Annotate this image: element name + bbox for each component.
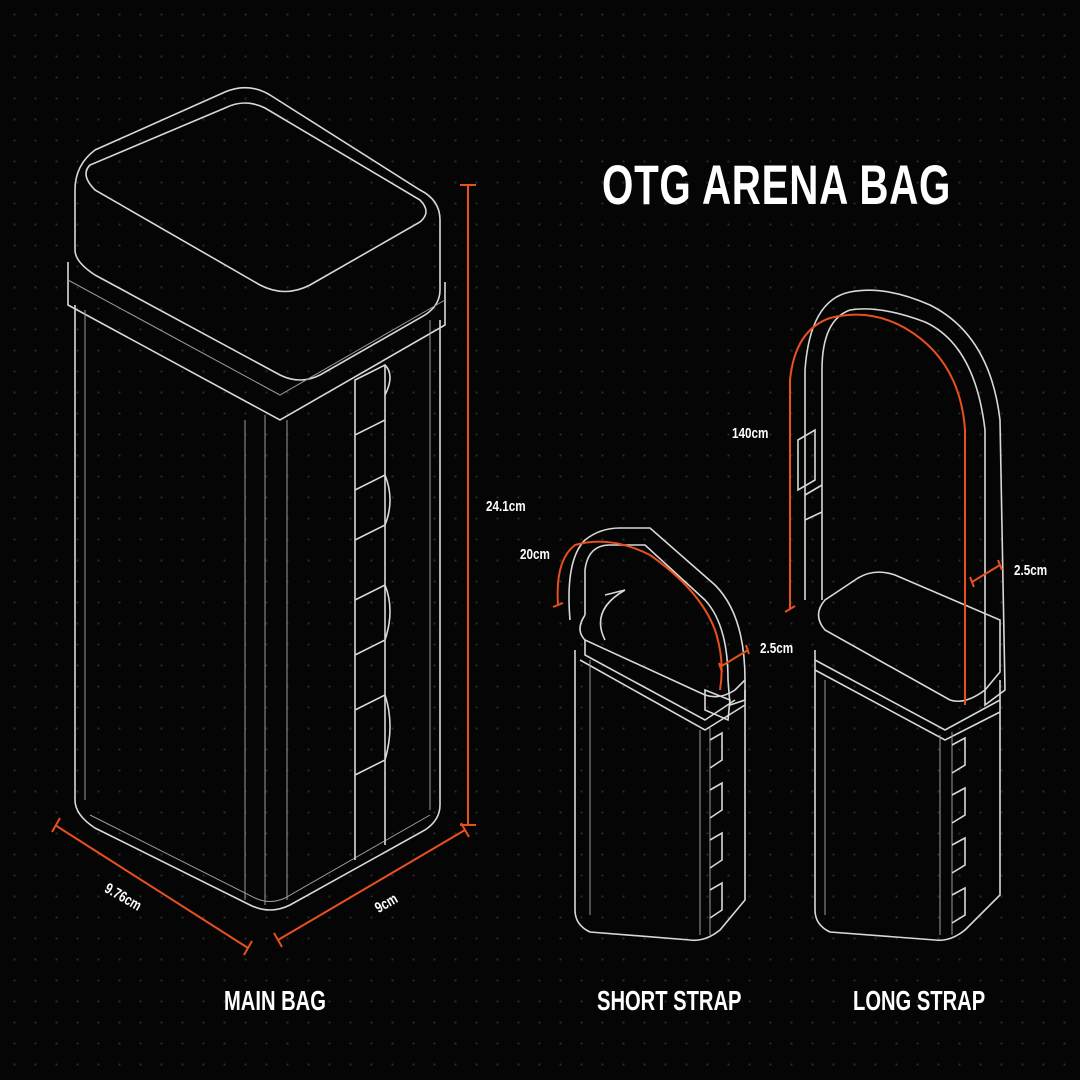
page-title: OTG ARENA BAG — [602, 153, 952, 216]
long-strap-dimension-lines — [784, 313, 1003, 705]
long-strap-width-label: 2.5cm — [1014, 562, 1048, 579]
short-strap-caption: SHORT STRAP — [597, 985, 742, 1016]
short-strap-length-label: 20cm — [520, 546, 550, 563]
long-strap-length-label: 140cm — [732, 425, 769, 442]
main-bag-dimension-lines — [51, 184, 476, 956]
long-strap-bag-drawing — [797, 289, 1006, 942]
main-bag-caption: MAIN BAG — [224, 985, 326, 1016]
main-bag-drawing — [67, 86, 446, 911]
long-strap-caption: LONG STRAP — [853, 985, 986, 1016]
short-strap-bag-drawing — [568, 527, 746, 942]
main-bag-height-label: 24.1cm — [486, 498, 526, 515]
short-strap-dimension-lines — [552, 540, 750, 691]
short-strap-width-label: 2.5cm — [760, 640, 794, 657]
